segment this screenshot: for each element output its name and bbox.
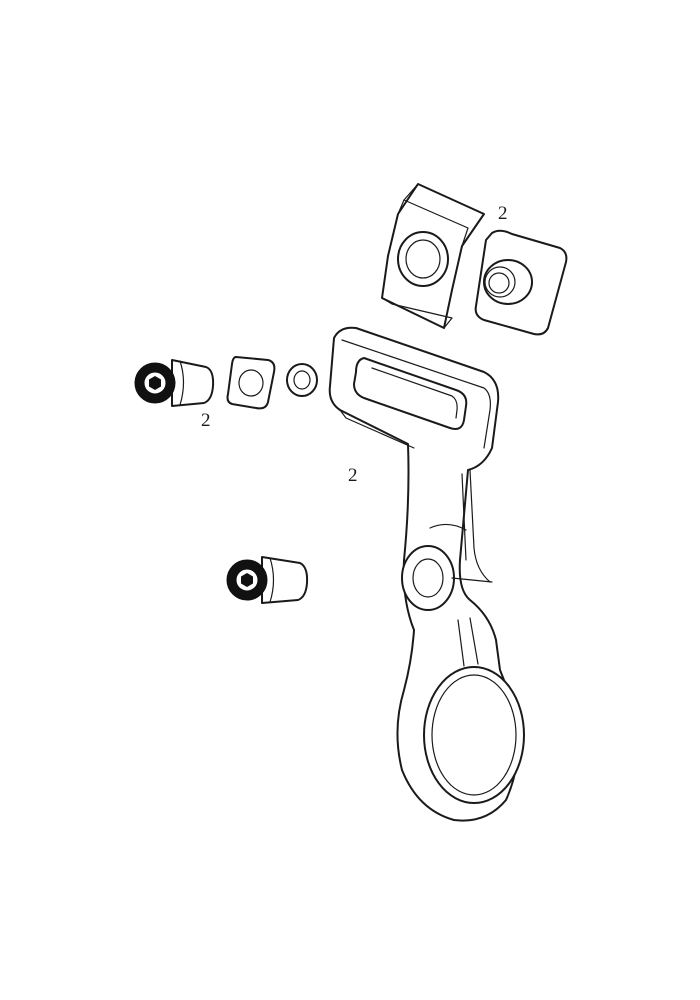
washer-square [226, 356, 276, 410]
bolt-upper [134, 359, 215, 407]
callout-mount-arm: 2 [348, 465, 358, 486]
bolt-lower [226, 556, 309, 604]
clamp-pad [381, 183, 485, 329]
callout-clamp-pad: 2 [498, 203, 508, 224]
sleeve-plate [474, 229, 568, 336]
callout-bolt-upper: 2 [201, 410, 211, 431]
mount-arm [328, 326, 525, 822]
washer-round [286, 363, 318, 397]
